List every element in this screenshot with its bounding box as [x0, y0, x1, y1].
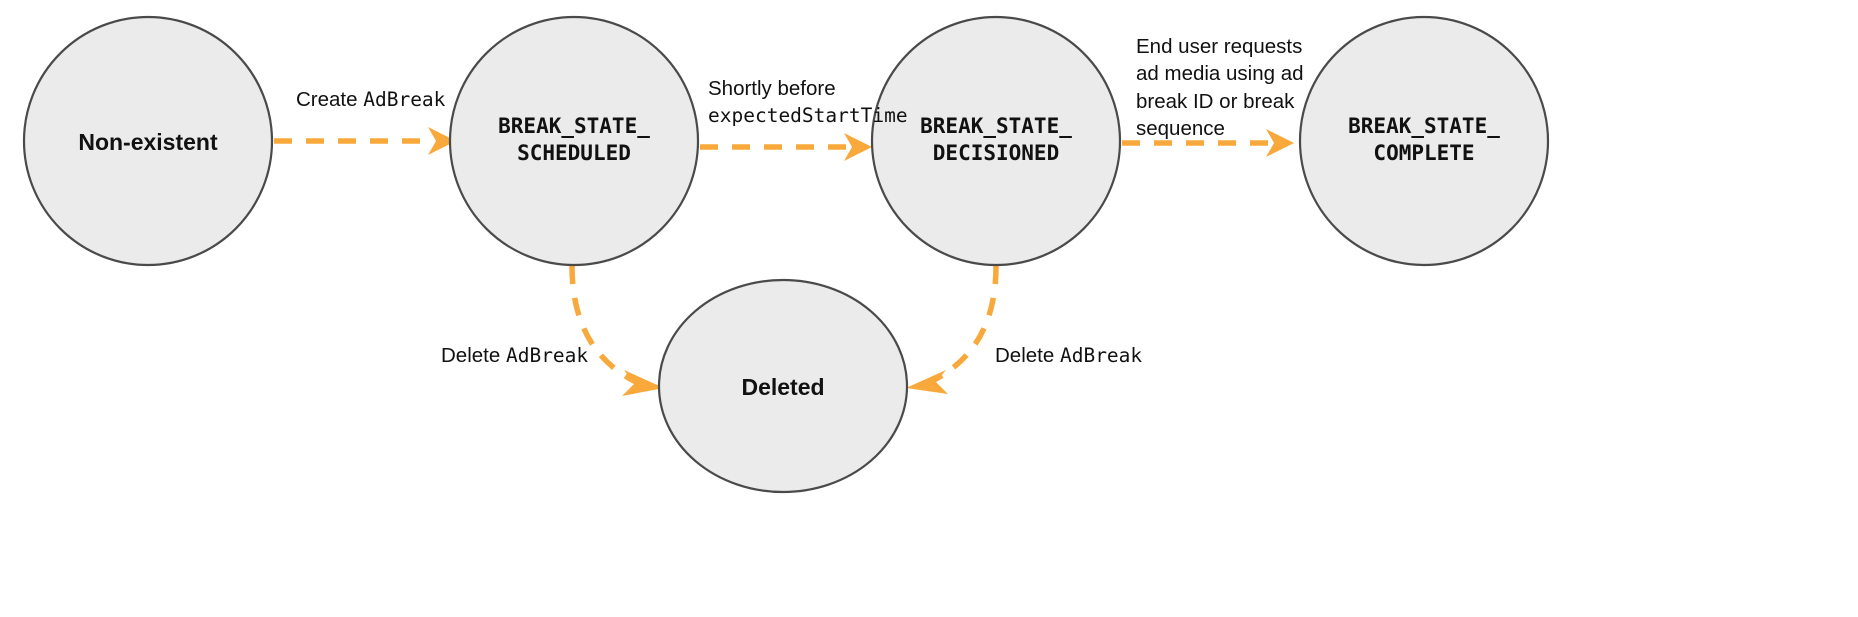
- node-break-state-decisioned[interactable]: [870, 15, 1122, 267]
- edge-delete-from-scheduled-line: [569, 265, 638, 385]
- edge-end-user-requests-arrowhead: [1266, 129, 1294, 157]
- node-deleted[interactable]: [657, 278, 909, 494]
- edge-delete-from-decisioned-arrowhead: [906, 370, 948, 394]
- edge-layer: [274, 127, 1294, 396]
- edge-label-delete-adbreak-from-decisioned: Delete AdBreak: [995, 344, 1143, 367]
- edge-label-create-adbreak: Create AdBreak: [296, 88, 446, 111]
- edge-create-adbreak[interactable]: [274, 127, 456, 155]
- edge-end-user-requests-ad-media[interactable]: [1122, 129, 1294, 157]
- edge-label-delete-adbreak-from-scheduled: Delete AdBreak: [441, 344, 589, 367]
- edge-shortly-before-expected-start-time[interactable]: [700, 133, 872, 161]
- edge-delete-adbreak-from-scheduled[interactable]: [569, 265, 664, 396]
- node-layer: [22, 15, 1550, 494]
- edge-delete-from-scheduled-arrowhead: [622, 370, 664, 396]
- node-non-existent[interactable]: [22, 15, 274, 267]
- node-break-state-complete[interactable]: [1298, 15, 1550, 267]
- edge-delete-adbreak-from-decisioned[interactable]: [906, 265, 999, 394]
- edge-delete-from-decisioned-line: [932, 265, 999, 383]
- edge-shortly-before-arrowhead: [844, 133, 872, 161]
- edge-create-adbreak-arrowhead: [428, 127, 456, 155]
- node-break-state-scheduled[interactable]: [448, 15, 700, 267]
